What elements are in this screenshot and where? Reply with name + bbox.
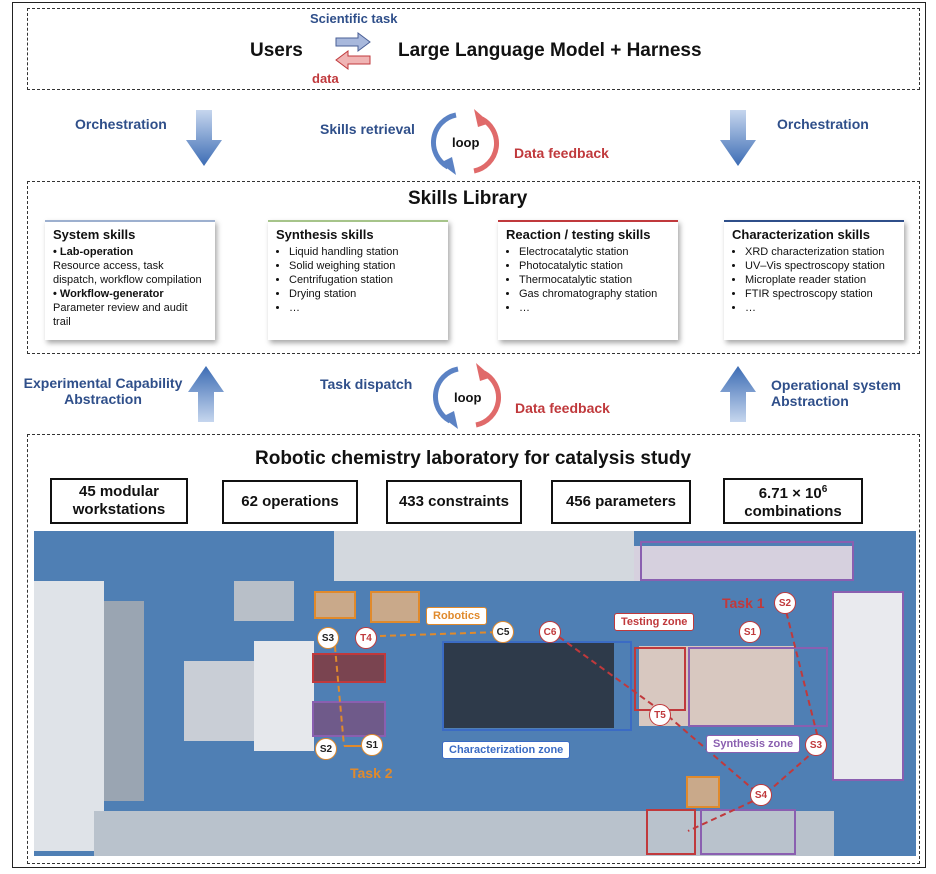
testing-zone-label: Testing zone <box>614 613 695 631</box>
characterization-item: Microplate reader station <box>745 273 896 287</box>
synthesis-item: Drying station <box>289 287 440 301</box>
top-right-bench <box>634 546 854 581</box>
synthesis-outline <box>688 647 828 727</box>
exchange-arrows-icon <box>335 32 371 70</box>
data-feedback-label-2: Data feedback <box>515 400 610 416</box>
bottom-bench <box>94 811 834 856</box>
synthesis-item: Solid weighing station <box>289 259 440 273</box>
lab-operation-item: • Lab-operation <box>53 246 134 258</box>
reaction-item: … <box>519 301 670 315</box>
orchestration-left-label: Orchestration <box>75 116 167 132</box>
users-label: Users <box>250 40 303 61</box>
marker-s2: S2 <box>774 592 796 614</box>
stat-constraints: 433 constraints <box>386 480 522 524</box>
robotics-outline <box>686 776 720 808</box>
left-instrument <box>104 601 144 801</box>
workflow-generator-item: • Workflow-generator <box>53 288 164 300</box>
marker-s2: S2 <box>315 738 337 760</box>
synthesis-item: Centrifugation station <box>289 273 440 287</box>
task1-label: Task 1 <box>722 595 765 611</box>
stat-parameters: 456 parameters <box>551 480 691 524</box>
down-arrow-right-icon <box>720 110 756 166</box>
marker-c5: C5 <box>492 621 514 643</box>
down-arrow-left-icon <box>186 110 222 166</box>
marker-s1: S1 <box>739 621 761 643</box>
loop-arrows-icon <box>430 109 500 175</box>
synthesis-skills-card: Synthesis skills Liquid handling station… <box>268 220 448 340</box>
synthesis-item: … <box>289 301 440 315</box>
robotics-zone-label: Robotics <box>426 607 488 625</box>
up-arrow-right-icon <box>720 366 756 422</box>
task2-label: Task 2 <box>350 765 393 781</box>
lab-floor-image: Robotics Testing zone Characterization z… <box>34 531 916 856</box>
robotics-outline <box>370 591 420 623</box>
synthesis-item: Liquid handling station <box>289 245 440 259</box>
lab-box <box>27 434 920 864</box>
synthesis-outline <box>640 541 854 581</box>
skills-library-box <box>27 181 920 354</box>
outer-frame <box>12 2 926 868</box>
workflow-generator-desc: Parameter review and audit trail <box>53 302 188 328</box>
marker-s1: S1 <box>361 734 383 756</box>
marker-t5: T5 <box>649 704 671 726</box>
characterization-skills-title: Characterization skills <box>732 227 870 242</box>
characterization-item: … <box>745 301 896 315</box>
synthesis-outline <box>312 701 386 737</box>
reaction-item: Gas chromatography station <box>519 287 670 301</box>
skills-retrieval-label: Skills retrieval <box>320 121 415 137</box>
reaction-skills-card: Reaction / testing skills Electrocatalyt… <box>498 220 678 340</box>
reaction-item: Photocatalytic station <box>519 259 670 273</box>
system-skills-title: System skills <box>53 227 136 242</box>
left-bench <box>34 581 104 851</box>
reaction-item: Thermocatalytic station <box>519 273 670 287</box>
marker-s3: S3 <box>805 734 827 756</box>
up-arrow-left-icon <box>188 366 224 422</box>
llm-label: Large Language Model + Harness <box>398 40 702 61</box>
top-bench <box>334 531 634 581</box>
scientific-task-label: Scientific task <box>310 11 398 26</box>
testing-outline <box>312 653 386 683</box>
testing-outline <box>646 809 696 855</box>
data-feedback-label-1: Data feedback <box>514 145 609 161</box>
skills-library-title: Skills Library <box>408 188 528 209</box>
reaction-item: Electrocatalytic station <box>519 245 670 259</box>
reaction-skills-title: Reaction / testing skills <box>506 227 651 242</box>
synthesis-zone-label: Synthesis zone <box>706 735 801 753</box>
task-dispatch-label: Task dispatch <box>320 376 413 392</box>
lab-operation-desc: Resource access, task dispatch, workflow… <box>53 260 202 286</box>
characterization-zone-label: Characterization zone <box>442 741 571 759</box>
lab-title: Robotic chemistry laboratory for catalys… <box>255 448 692 469</box>
characterization-item: XRD characterization station <box>745 245 896 259</box>
user-llm-box <box>27 8 920 90</box>
stat-operations: 62 operations <box>222 480 358 524</box>
characterization-skills-card: Characterization skills XRD characteriza… <box>724 220 904 340</box>
marker-c6: C6 <box>539 621 561 643</box>
synthesis-skills-title: Synthesis skills <box>276 227 374 242</box>
station-block <box>254 641 314 751</box>
synthesis-outline <box>832 591 904 781</box>
marker-t4: T4 <box>355 627 377 649</box>
robotics-outline <box>314 591 356 619</box>
loop-label-2: loop <box>452 390 484 405</box>
system-skills-card: System skills • Lab-operation Resource a… <box>45 220 215 340</box>
marker-s3: S3 <box>317 627 339 649</box>
station-block <box>234 581 294 621</box>
loop-arrows-icon <box>432 363 502 429</box>
orchestration-right-label: Orchestration <box>777 116 869 132</box>
characterization-outline <box>442 641 632 731</box>
characterization-item: UV–Vis spectroscopy station <box>745 259 896 273</box>
loop-label-1: loop <box>450 135 482 150</box>
characterization-item: FTIR spectroscopy station <box>745 287 896 301</box>
marker-s4: S4 <box>750 784 772 806</box>
task-paths <box>333 602 821 832</box>
data-label: data <box>312 71 339 86</box>
synthesis-outline <box>700 809 796 855</box>
right-bench <box>834 591 904 781</box>
